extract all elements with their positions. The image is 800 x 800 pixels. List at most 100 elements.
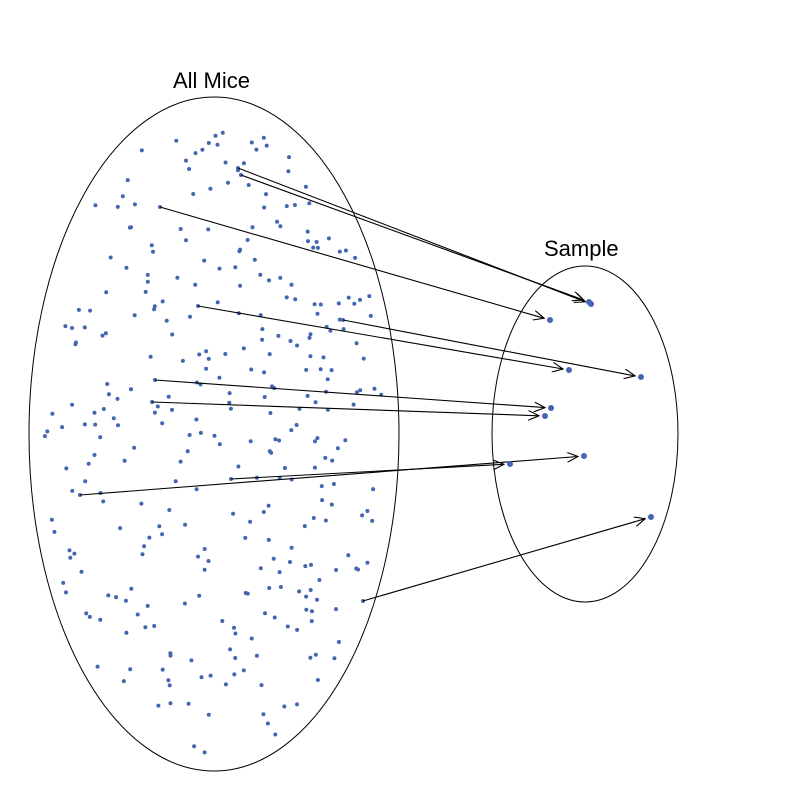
mouse-dot xyxy=(263,611,267,616)
mouse-dot xyxy=(72,551,77,556)
mouse-dot xyxy=(370,518,375,523)
mouse-dot xyxy=(307,201,312,206)
mouse-dot xyxy=(202,567,207,572)
selection-arrow xyxy=(151,401,539,416)
mouse-dot xyxy=(98,435,103,440)
mouse-dot xyxy=(329,368,334,373)
mouse-dot xyxy=(228,406,233,411)
mouse-dot xyxy=(258,272,263,277)
mouse-dot xyxy=(194,487,199,492)
mouse-dot xyxy=(87,614,92,619)
mouse-dot xyxy=(308,588,313,592)
mouse-dot xyxy=(86,461,91,466)
mouse-dot xyxy=(202,258,207,263)
mouse-dot xyxy=(206,227,211,232)
mouse-dot xyxy=(67,548,72,553)
mouse-dot xyxy=(335,446,340,451)
mouse-dot xyxy=(194,417,199,422)
mouse-dot xyxy=(115,204,120,209)
sample-mouse-dot xyxy=(638,374,644,380)
mouse-dot xyxy=(275,219,280,224)
mouse-dot xyxy=(277,570,282,575)
mouse-dot xyxy=(305,229,310,234)
mouse-dot xyxy=(318,302,323,307)
mouse-dot xyxy=(232,625,236,630)
mouse-dot xyxy=(145,279,150,284)
mouse-dot xyxy=(212,433,217,438)
mouse-dot xyxy=(309,619,314,624)
mouse-dot xyxy=(238,283,243,288)
mouse-dot xyxy=(186,701,191,706)
mouse-dot xyxy=(220,130,225,135)
mouse-dot xyxy=(361,356,366,361)
mouse-dot xyxy=(82,422,87,427)
mouse-dot xyxy=(115,396,120,401)
mouse-dot xyxy=(88,308,93,313)
mouse-dot xyxy=(145,603,150,608)
mouse-dot xyxy=(267,449,272,454)
mouse-dot xyxy=(297,589,302,594)
mouse-dot xyxy=(319,484,324,489)
mouse-dot xyxy=(132,202,137,207)
mouse-dot xyxy=(156,703,161,708)
mouse-dot xyxy=(304,367,309,372)
mouse-dot xyxy=(70,402,75,407)
mouse-dot xyxy=(206,141,211,145)
mouse-dot xyxy=(315,436,320,441)
mouse-dot xyxy=(249,140,254,145)
mouse-dot xyxy=(337,317,342,322)
mouse-dot xyxy=(100,333,105,338)
mouse-dot xyxy=(248,439,253,444)
mouse-dot xyxy=(282,704,287,709)
mouse-dot xyxy=(197,352,202,357)
mouse-dot xyxy=(278,585,283,589)
mouse-dot xyxy=(170,332,175,337)
mouse-dot xyxy=(243,591,248,595)
mouse-dot xyxy=(196,554,200,559)
mouse-dot xyxy=(168,701,173,706)
mouse-dot xyxy=(101,407,106,411)
sample-mouse-dot xyxy=(581,453,587,459)
mouse-dot xyxy=(132,313,137,318)
mouse-dot xyxy=(372,386,377,391)
mouse-dot xyxy=(272,615,277,620)
mouse-dot xyxy=(264,192,268,197)
mouse-dot xyxy=(270,384,275,389)
mouse-dot xyxy=(267,586,272,590)
mouse-dot xyxy=(233,265,238,270)
mouse-dot xyxy=(288,560,292,564)
mouse-dot xyxy=(204,366,209,371)
mouse-dot xyxy=(70,488,75,493)
population-label: All Mice xyxy=(173,68,251,93)
mouse-dot xyxy=(337,249,342,254)
mouse-dot xyxy=(185,449,190,454)
mouse-dot xyxy=(215,142,220,147)
mouse-dot xyxy=(317,578,322,582)
mouse-dot xyxy=(64,590,68,595)
mouse-dot xyxy=(68,555,73,560)
mouse-dot xyxy=(76,307,81,312)
mouse-dot xyxy=(191,192,196,196)
mouse-dot xyxy=(358,388,363,393)
selection-arrow xyxy=(230,464,504,480)
mouse-dot xyxy=(217,442,222,447)
selection-arrow xyxy=(197,305,563,369)
mouse-dot xyxy=(260,337,265,342)
mouse-dot xyxy=(285,624,290,629)
mouse-dot xyxy=(114,595,119,600)
mouse-dot xyxy=(292,203,297,207)
mouse-dot xyxy=(215,300,220,305)
mouse-dot xyxy=(289,545,294,550)
mouse-dot xyxy=(241,161,246,166)
mouse-dot xyxy=(303,564,308,569)
mouse-dot xyxy=(309,562,313,567)
mouse-dot xyxy=(111,416,116,421)
mouse-dot xyxy=(367,294,372,299)
mouse-dot xyxy=(106,392,111,397)
mouse-dot xyxy=(148,354,153,359)
mouse-dot xyxy=(289,282,294,287)
mouse-dot xyxy=(204,349,209,354)
mouse-dot xyxy=(315,311,320,316)
mouse-dot xyxy=(124,630,129,635)
